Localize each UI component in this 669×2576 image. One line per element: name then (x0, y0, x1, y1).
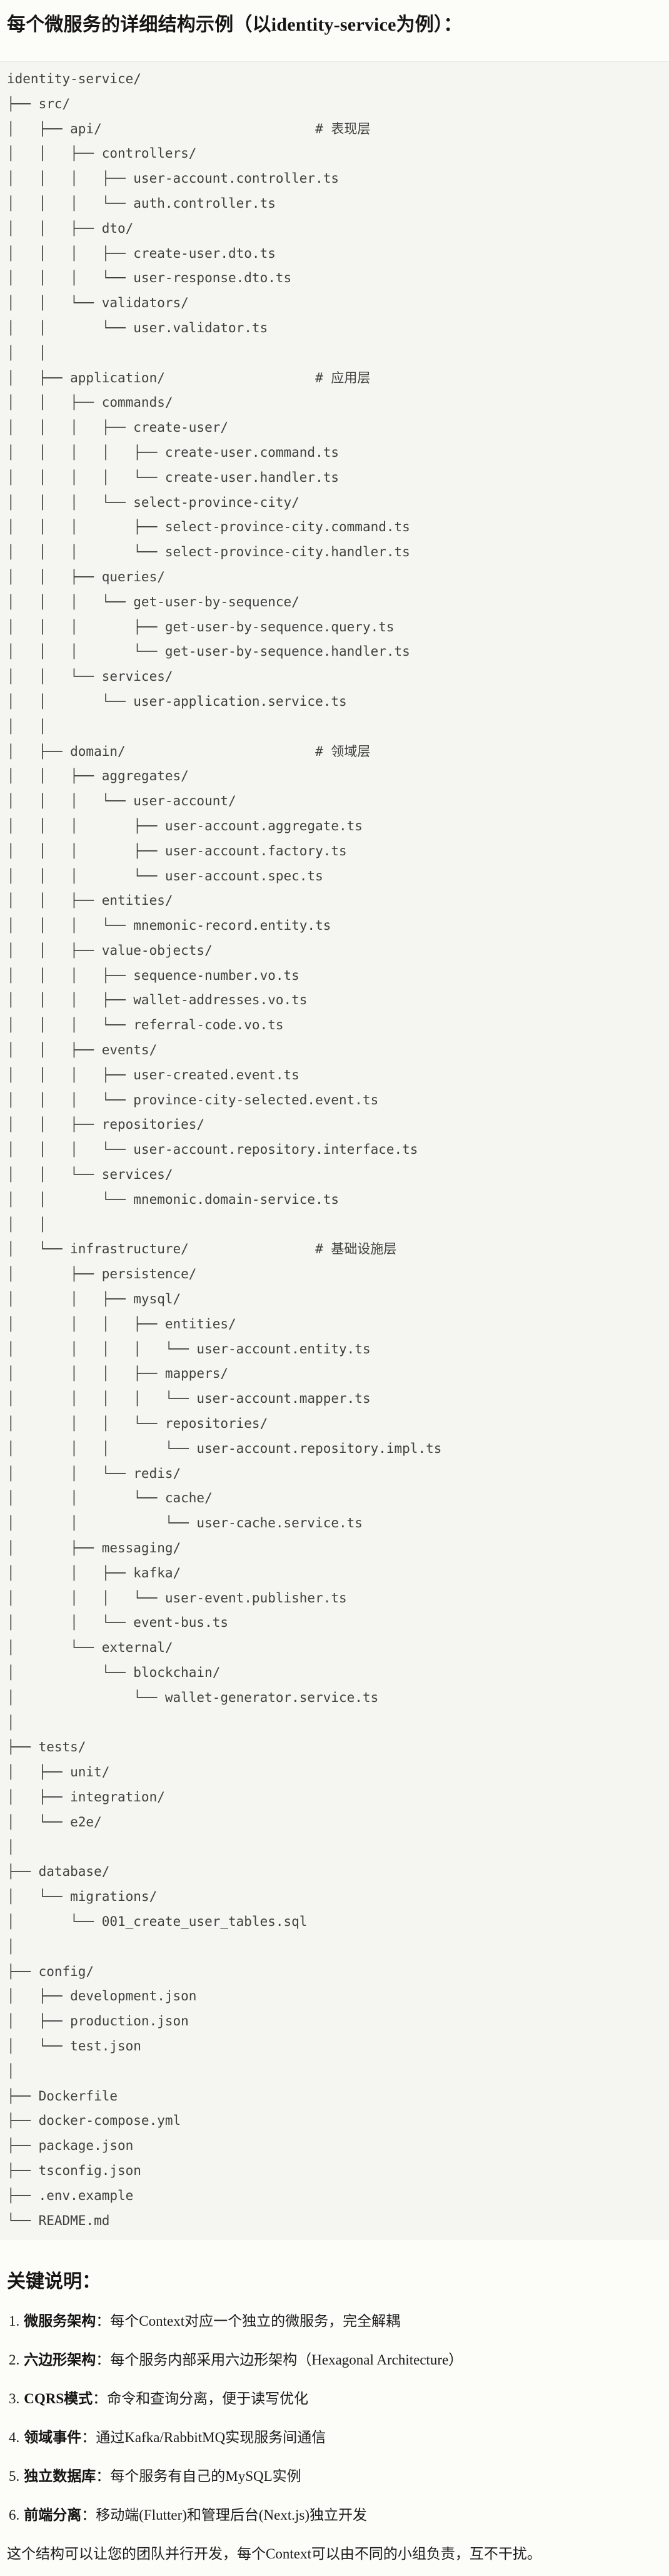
note-separator: ： (96, 2313, 111, 2329)
note-text: 移动端(Flutter)和管理后台(Next.js)独立开发 (96, 2507, 368, 2523)
note-item: 1.微服务架构：每个Context对应一个独立的微服务，完全解耦 (9, 2311, 661, 2331)
note-number: 6. (9, 2507, 20, 2523)
directory-tree-code-block: identity-service/ ├── src/ │ ├── api/ # … (0, 61, 669, 2240)
note-item: 5.独立数据库：每个服务有自己的MySQL实例 (9, 2467, 661, 2487)
note-separator: ： (96, 2468, 111, 2484)
note-number: 4. (9, 2429, 20, 2445)
note-separator: ： (81, 2507, 96, 2523)
note-number: 1. (9, 2313, 20, 2329)
notes-heading: 关键说明： (7, 2271, 101, 2293)
note-text: 每个Context对应一个独立的微服务，完全解耦 (110, 2313, 401, 2329)
note-label: 前端分离 (24, 2507, 82, 2523)
note-separator: ： (81, 2429, 96, 2445)
note-text: 命令和查询分离，便于读写优化 (107, 2390, 309, 2406)
note-label: 独立数据库 (24, 2468, 96, 2484)
note-number: 2. (9, 2351, 20, 2368)
note-item: 4.领域事件：通过Kafka/RabbitMQ实现服务间通信 (9, 2428, 661, 2448)
note-number: 3. (9, 2390, 20, 2406)
note-label: 微服务架构 (24, 2313, 96, 2329)
note-number: 5. (9, 2468, 20, 2484)
note-label: 领域事件 (24, 2429, 82, 2445)
note-label: 六边形架构 (24, 2351, 96, 2368)
note-text: 每个服务有自己的MySQL实例 (110, 2468, 301, 2484)
key-notes-section: 关键说明： 1.微服务架构：每个Context对应一个独立的微服务，完全解耦 2… (0, 2269, 669, 2564)
page-title: 每个微服务的详细结构示例（以identity-service为例）： (7, 14, 463, 35)
note-separator: ： (96, 2351, 111, 2368)
note-item: 3.CQRS模式：命令和查询分离，便于读写优化 (9, 2389, 661, 2409)
note-text: 通过Kafka/RabbitMQ实现服务间通信 (96, 2429, 326, 2445)
note-item: 6.前端分离：移动端(Flutter)和管理后台(Next.js)独立开发 (9, 2505, 661, 2525)
note-text: 每个服务内部采用六边形架构（Hexagonal Architecture） (110, 2351, 463, 2368)
notes-list: 1.微服务架构：每个Context对应一个独立的微服务，完全解耦 2.六边形架构… (7, 2311, 661, 2525)
closing-paragraph: 这个结构可以让您的团队并行开发，每个Context可以由不同的小组负责，互不干扰… (7, 2545, 541, 2562)
note-item: 2.六边形架构：每个服务内部采用六边形架构（Hexagonal Architec… (9, 2350, 661, 2370)
note-label: CQRS模式 (24, 2390, 93, 2406)
note-separator: ： (93, 2390, 108, 2406)
